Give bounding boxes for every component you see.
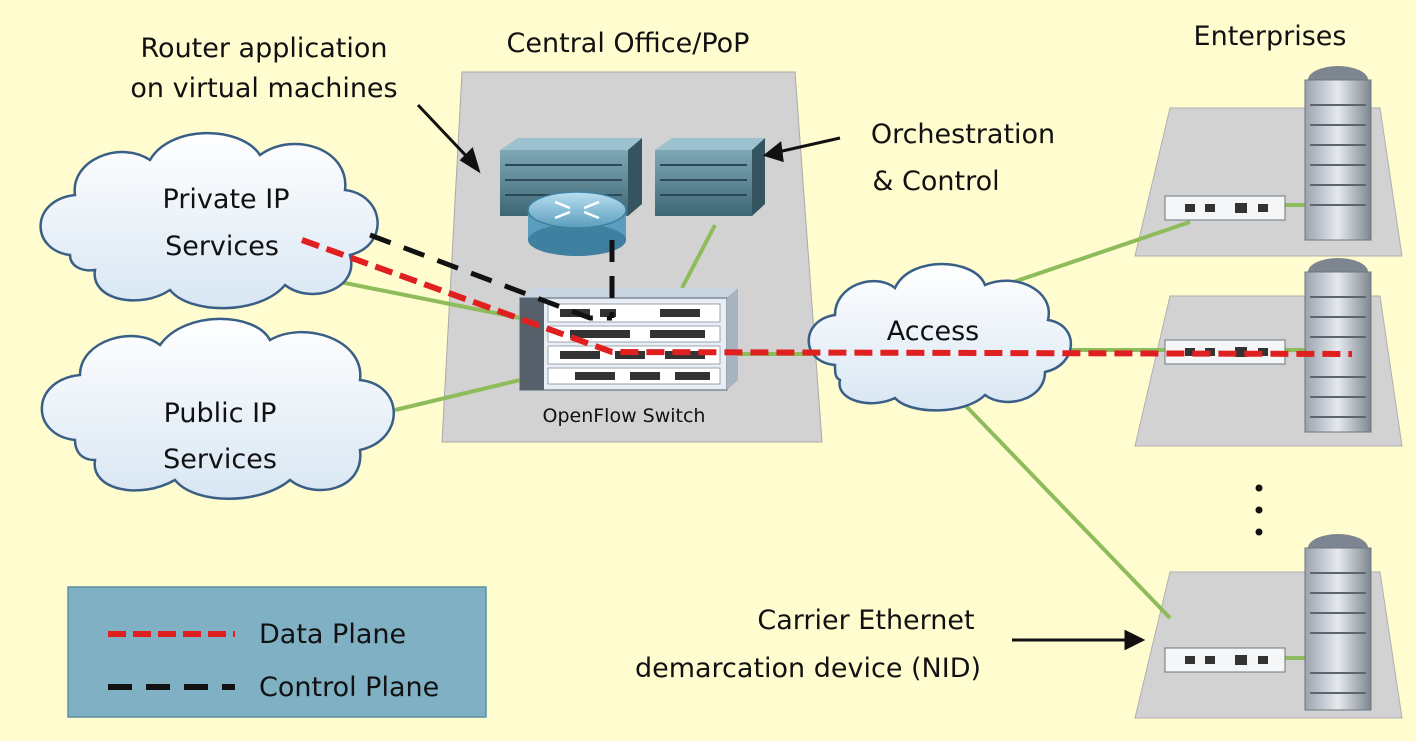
private-ip-label-2: Services [165,231,279,262]
data-plane-path [300,237,1353,357]
more-enterprises-dots [1255,484,1263,536]
cloud-public-ip [40,317,395,500]
router-icon [527,191,627,256]
building-icon-2 [1304,258,1372,433]
server-orchestration-icon [655,138,765,216]
router-app-label-1: Router application [141,33,388,64]
control-plane-path [369,232,615,321]
public-ip-label-1: Public IP [164,398,277,429]
nid-device-icon-3 [1164,647,1286,673]
orchestration-label-2: & Control [872,166,999,197]
cloud-private-ip [39,131,379,310]
nid-label-2: demarcation device (NID) [635,653,981,684]
public-ip-label-2: Services [163,444,277,475]
building-icon-3 [1304,534,1372,711]
openflow-switch-icon [519,288,738,391]
enterprises-label: Enterprises [1194,21,1347,52]
central-office-label: Central Office/PoP [507,28,750,59]
openflow-switch-label: OpenFlow Switch [543,405,706,427]
cloud-access [807,262,1073,412]
building-icon-1 [1304,66,1372,241]
access-label: Access [887,316,979,347]
legend-control-plane-label: Control Plane [259,672,439,703]
orchestration-label-1: Orchestration [871,119,1055,150]
router-app-label-2: on virtual machines [130,73,397,104]
network-links [329,203,1330,660]
nid-label-1: Carrier Ethernet [757,605,974,636]
pointer-arrows [416,103,1146,651]
legend: Data Plane Control Plane [67,586,487,718]
legend-data-plane-label: Data Plane [259,619,406,650]
private-ip-label-1: Private IP [163,184,290,215]
nid-device-icon-1 [1164,195,1286,221]
